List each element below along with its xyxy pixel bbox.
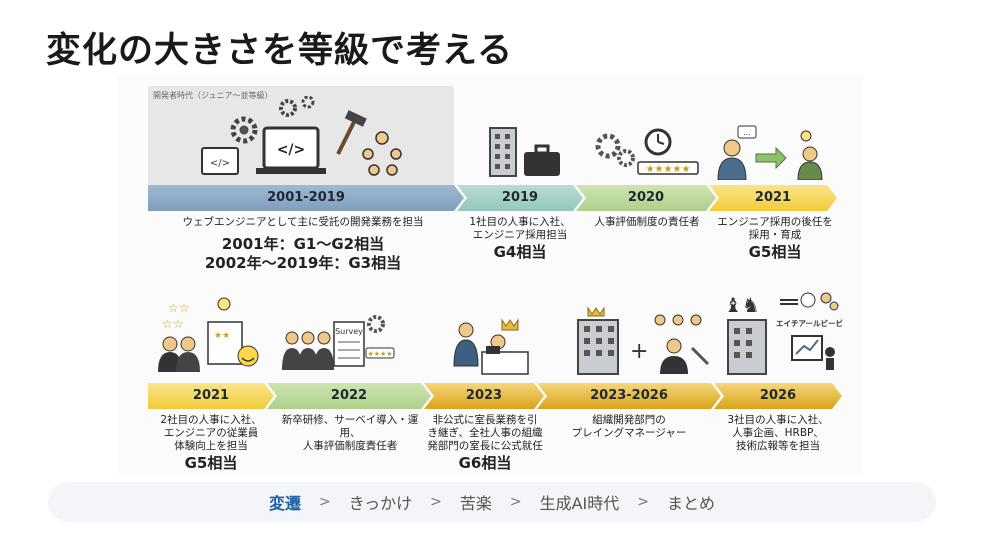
desc-2020-line1: 人事評価制度の責任者	[594, 216, 700, 228]
hr-planning-chess-icon: ♝♞ エイチアールビーピー	[724, 292, 842, 375]
desc-2021-b-line2: エンジニアの従業員	[163, 427, 259, 439]
timeline-arrow-2023-2026: 2023-2026	[537, 383, 721, 409]
desc-2022-line1: 新卒研修、サーベイ導入・運用、	[281, 414, 419, 439]
timeline-arrow-2022: 2022	[267, 383, 431, 409]
svg-text:</>: </>	[210, 158, 230, 169]
svg-text:★★: ★★	[214, 331, 230, 341]
timeline-arrow-2026: 2026	[714, 383, 842, 409]
svg-text:</>: </>	[277, 142, 306, 158]
timeline-arrow-2021-a: 2021	[709, 185, 837, 211]
desc-2021-a: エンジニア採用の後任を 採用・育成 G5相当	[712, 216, 838, 262]
nav-separator: >	[430, 494, 442, 510]
gears-stopwatch-rating-icon: ★★★★★	[595, 128, 699, 175]
nav-item-transition[interactable]: 変遷	[268, 494, 301, 513]
desc-2023-line3: 発部門の室長に公式就任	[427, 440, 543, 452]
desc-2001-2019: ウェブエンジニアとして主に受託の開発業務を担当 2001年：G1〜G2相当 20…	[152, 216, 454, 273]
svg-text:★★★★★: ★★★★★	[646, 164, 691, 175]
grade-2019: G4相当	[493, 243, 547, 261]
manager-desk-crown-icon	[453, 318, 529, 375]
hrbp-label: エイチアールビーピー	[776, 318, 842, 328]
desc-2021-a-line1: エンジニア採用の後任を	[717, 216, 833, 228]
grade-2002-2019: 2002年〜2019年：G3相当	[204, 254, 402, 272]
nav-item-genai-era[interactable]: 生成AI時代	[539, 494, 620, 513]
svg-text:…: …	[743, 128, 751, 137]
desc-2026-line1: 3社目の人事に入社、	[727, 414, 829, 426]
desc-2020: 人事評価制度の責任者	[582, 216, 712, 229]
timeline-arrow-2020: 2020	[576, 185, 716, 211]
mentor-trainee-icon: …	[717, 125, 823, 180]
nav-separator: >	[637, 494, 649, 510]
desc-2026-line2: 人事企画、HRBP、	[732, 427, 824, 439]
office-building-briefcase-icon	[489, 127, 560, 177]
desc-2021-b-line1: 2社目の人事に入社、	[160, 414, 262, 426]
page-title: 変化の大きさを等級で考える	[46, 31, 513, 71]
desc-2023-2026-line2: プレイングマネージャー	[571, 427, 687, 439]
desc-2023: 非公式に室長業務を引 き継ぎ、全社人事の組織 発部門の室長に公式就任 G6相当	[426, 414, 544, 473]
survey-training-icon: Survey ★★★★	[282, 315, 395, 370]
svg-text:+: +	[630, 339, 648, 364]
nav-separator: >	[509, 494, 522, 510]
desc-2019-line2: エンジニア採用担当	[472, 229, 568, 241]
nav-item-summary[interactable]: まとめ	[667, 494, 716, 513]
grade-2023: G6相当	[458, 454, 512, 472]
building-plus-team-icon: +	[577, 306, 710, 375]
nav-separator: >	[319, 494, 331, 510]
grade-2021-a: G5相当	[748, 243, 802, 261]
grade-2021-b: G5相当	[184, 454, 238, 472]
timeline-arrow-2023: 2023	[424, 383, 544, 409]
desc-2019-line1: 1社目の人事に入社、	[469, 216, 571, 228]
developer-illustration-icon: </> </>	[201, 96, 402, 176]
desc-2001-2019-text: ウェブエンジニアとして主に受託の開発業務を担当	[182, 216, 424, 228]
desc-2019: 1社目の人事に入社、 エンジニア採用担当 G4相当	[462, 216, 578, 262]
nav-item-trigger[interactable]: きっかけ	[348, 494, 413, 513]
desc-2021-b: 2社目の人事に入社、 エンジニアの従業員 体験向上を担当 G5相当	[150, 414, 272, 473]
desc-2026-line3: 技術広報等を担当	[736, 440, 820, 452]
svg-text:♝♞: ♝♞	[724, 293, 760, 317]
nav-item-ups-downs[interactable]: 苦楽	[459, 494, 492, 513]
timeline-arrow-2019: 2019	[457, 185, 583, 211]
section-breadcrumb-nav: 変遷 > きっかけ > 苦楽 > 生成AI時代 > まとめ	[48, 482, 936, 522]
svg-text:☆☆: ☆☆	[162, 317, 184, 331]
desc-2022: 新卒研修、サーベイ導入・運用、 人事評価制度責任者	[272, 414, 428, 453]
employee-experience-icon: ☆☆ ☆☆ ★★	[158, 297, 259, 372]
svg-text:☆☆: ☆☆	[168, 301, 190, 315]
desc-2023-line2: き継ぎ、全社人事の組織	[427, 427, 543, 439]
grade-2001: 2001年：G1〜G2相当	[221, 235, 385, 253]
desc-2026: 3社目の人事に入社、 人事企画、HRBP、 技術広報等を担当	[716, 414, 840, 453]
survey-label: Survey	[335, 327, 363, 336]
desc-2023-2026: 組織開発部門の プレイングマネージャー	[544, 414, 714, 440]
svg-text:★★★★: ★★★★	[367, 350, 392, 358]
desc-2023-2026-line1: 組織開発部門の	[592, 414, 666, 426]
desc-2021-b-line3: 体験向上を担当	[174, 440, 248, 452]
desc-2021-a-line2: 採用・育成	[748, 229, 802, 241]
timeline-arrow-2001-2019: 2001-2019	[148, 185, 464, 211]
desc-2022-line2: 人事評価制度責任者	[302, 440, 398, 452]
desc-2023-line1: 非公式に室長業務を引	[432, 414, 538, 426]
developer-era-label: 開発者時代（ジュニア〜並等級）	[153, 91, 273, 100]
timeline-arrow-2021-b: 2021	[148, 383, 274, 409]
